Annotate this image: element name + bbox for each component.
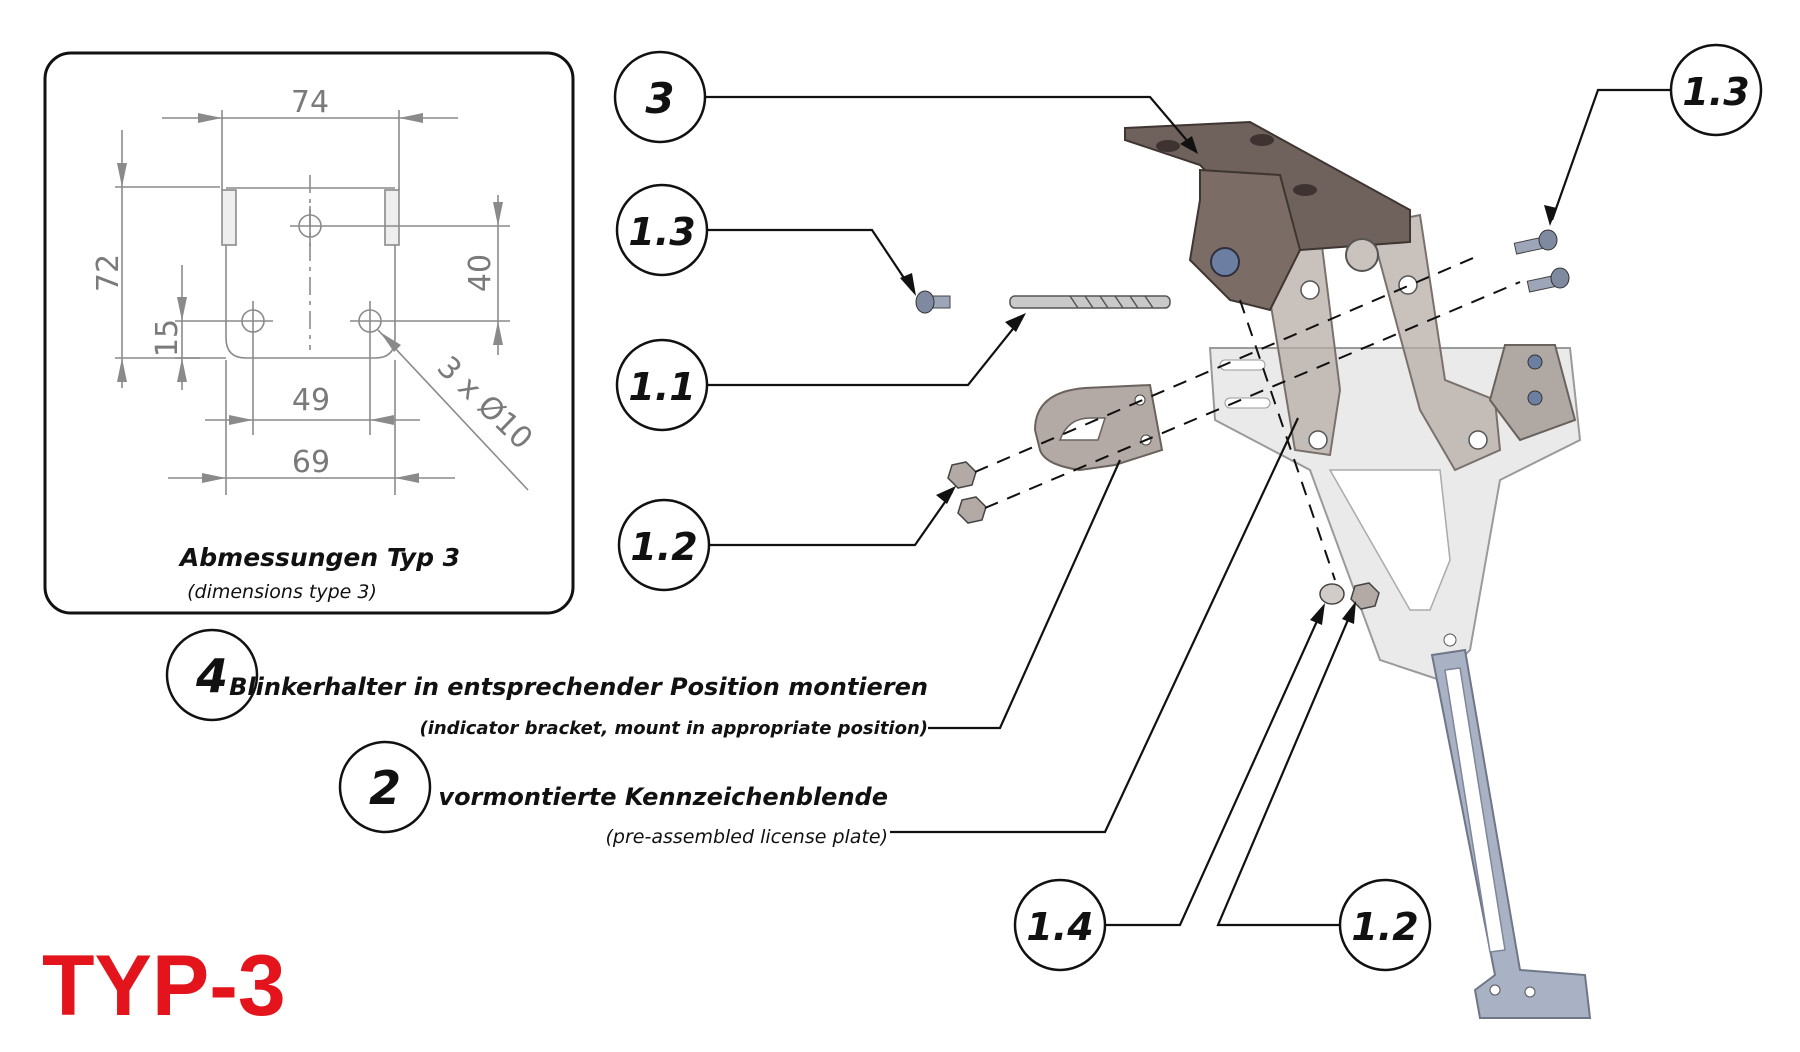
dim-right-height: 40 — [463, 254, 498, 292]
type-title: TYP-3 — [42, 938, 286, 1034]
dim-height: 72 — [91, 254, 126, 292]
callout-1-1: 1.1 — [615, 338, 709, 432]
callout-3: 3 — [613, 50, 707, 144]
washer — [1319, 583, 1345, 605]
dimensions-panel-frame — [43, 51, 575, 615]
callout-1-4-label: 1.4 — [1026, 905, 1093, 949]
callout-1-2-bottom: 1.2 — [1338, 878, 1432, 972]
diameter-leader — [377, 329, 529, 491]
step-4-text: Blinkerhalter in entsprechender Position… — [229, 673, 928, 701]
dim-left-small: 15 — [150, 319, 185, 357]
bracket-illustration — [915, 120, 1592, 1019]
screw-right-bottom — [1526, 267, 1570, 293]
callout-1-3-left: 1.3 — [615, 183, 709, 277]
dimensions-panel-title: Abmessungen Typ 3 — [178, 543, 460, 572]
step-4-number: 4 — [195, 649, 228, 703]
nut-left-bottom — [957, 496, 987, 524]
callout-1-4: 1.4 — [1013, 878, 1107, 972]
step-2-translation: (pre-assembled license plate) — [606, 826, 889, 848]
nut-left-top — [947, 461, 977, 489]
dim-hole-spacing: 49 — [292, 383, 330, 418]
screw-right-top — [1513, 229, 1558, 255]
dim-top-width: 74 — [291, 85, 329, 120]
step-4-translation: (indicator bracket, mount in appropriate… — [419, 718, 928, 739]
nut-bottom — [1350, 582, 1380, 610]
step-2: 2 vormontierte Kennzeichenblende (pre-as… — [338, 740, 889, 848]
callout-1-3-left-label: 1.3 — [628, 210, 695, 254]
callout-1-1-label: 1.1 — [628, 365, 695, 409]
dimensions-panel-subtitle: (dimensions type 3) — [187, 581, 377, 603]
leader-arrowheads — [900, 136, 1557, 625]
callout-1-2-left-label: 1.2 — [630, 525, 697, 569]
callout-1-2-left: 1.2 — [617, 498, 711, 592]
dim-bottom-width: 69 — [292, 445, 330, 480]
callout-1-2-bottom-label: 1.2 — [1351, 905, 1418, 949]
dimensions-panel: 74 72 40 15 49 69 3 x Ø10 Abmessungen Ty… — [43, 51, 575, 615]
screw-left — [915, 290, 951, 314]
step-4: 4 Blinkerhalter in entsprechender Positi… — [165, 628, 928, 739]
dimension-arrowheads — [117, 113, 503, 483]
callout-1-3-right: 1.3 — [1669, 43, 1763, 137]
callout-1-3-right-label: 1.3 — [1682, 70, 1749, 114]
leader-lines — [705, 88, 1672, 927]
callout-3-label: 3 — [645, 74, 674, 123]
threaded-rod — [1009, 295, 1171, 309]
step-2-text: vormontierte Kennzeichenblende — [438, 783, 888, 811]
step-2-number: 2 — [369, 761, 401, 815]
